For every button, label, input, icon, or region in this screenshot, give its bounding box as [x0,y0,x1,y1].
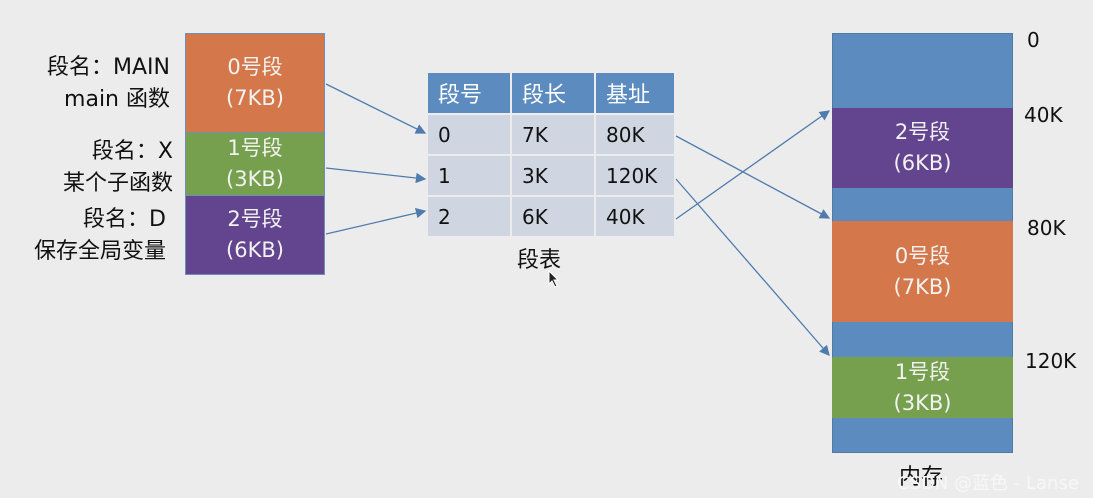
program-segment-2: 2号段 (6KB) [185,195,325,275]
cell-length: 6K [511,195,596,236]
program-segment-2-size: (6KB) [226,238,284,262]
memory-block-segment-1-name: 1号段 [894,359,951,384]
label-d-name: 段名：D [83,207,166,232]
address-label-40k: 40K [1024,103,1063,127]
segment-table-caption: 段表 [517,248,562,273]
watermark: CSDN @蓝色 - Lanse [897,473,1079,494]
segment-table: 段号 段长 基址 0 7K 80K 1 3K 120K 2 6K 40K [428,73,674,236]
memory-block-segment-2-name: 2号段 [894,120,951,144]
arrow-segment-2-to-table [325,207,427,235]
table-row: 1 3K 120K [428,154,674,196]
header-base-address: 基址 [595,73,674,114]
label-main-desc: main 函数 [64,87,170,112]
header-segment-length: 段长 [511,73,596,114]
cell-length: 3K [511,154,596,196]
label-d-desc: 保存全局变量 [33,239,166,264]
arrow-row-1-to-memory [675,178,830,356]
label-x: 段名：X 某个子函数 [3,136,173,200]
program-segment-0: 0号段 (7KB) [185,33,325,133]
cell-number: 0 [428,113,512,155]
cell-number: 2 [428,195,512,236]
program-segment-1: 1号段 (3KB) [185,133,325,195]
memory-block-segment-1-size: (3KB) [893,390,952,415]
memory-block-segment-2: 2号段 (6KB) [832,108,1013,188]
memory-block-segment-0-size: (7KB) [893,274,952,299]
table-row: 0 7K 80K [428,113,674,155]
mouse-cursor-icon [548,270,560,288]
arrow-row-0-to-memory [675,135,831,219]
label-x-name: 段名：X [91,139,173,164]
cell-number: 1 [428,154,512,196]
program-segment-2-name: 2号段 [227,207,283,231]
arrow-segment-0-to-table [325,83,427,134]
address-label-0: 0 [1027,28,1040,52]
program-segment-0-name: 0号段 [227,55,283,79]
label-x-desc: 某个子函数 [62,171,173,196]
cell-base: 80K [595,113,674,155]
cell-length: 7K [511,113,596,155]
memory-block-segment-0: 0号段 (7KB) [832,221,1013,322]
program-segment-1-size: (3KB) [226,167,284,191]
segment-table-header: 段号 段长 基址 [428,73,674,114]
cell-base: 120K [595,154,674,196]
memory-block-segment-0-name: 0号段 [894,243,951,268]
label-main-name: 段名：MAIN [47,55,170,80]
memory-caption: 内存 [899,465,944,490]
arrow-segment-1-to-table [325,167,427,184]
label-main: 段名：MAIN main 函数 [0,52,170,116]
program-segment-0-size: (7KB) [226,86,284,110]
program-segment-1-name: 1号段 [227,136,283,160]
arrow-row-2-to-memory [675,110,831,220]
address-label-120k: 120K [1025,349,1077,373]
memory-block-segment-2-size: (6KB) [893,151,952,175]
address-label-80k: 80K [1027,216,1066,240]
label-d: 段名：D 保存全局变量 [0,204,166,268]
cell-base: 40K [595,195,674,236]
table-row: 2 6K 40K [428,195,674,236]
memory-block-segment-1: 1号段 (3KB) [832,357,1013,418]
header-segment-number: 段号 [428,73,512,114]
